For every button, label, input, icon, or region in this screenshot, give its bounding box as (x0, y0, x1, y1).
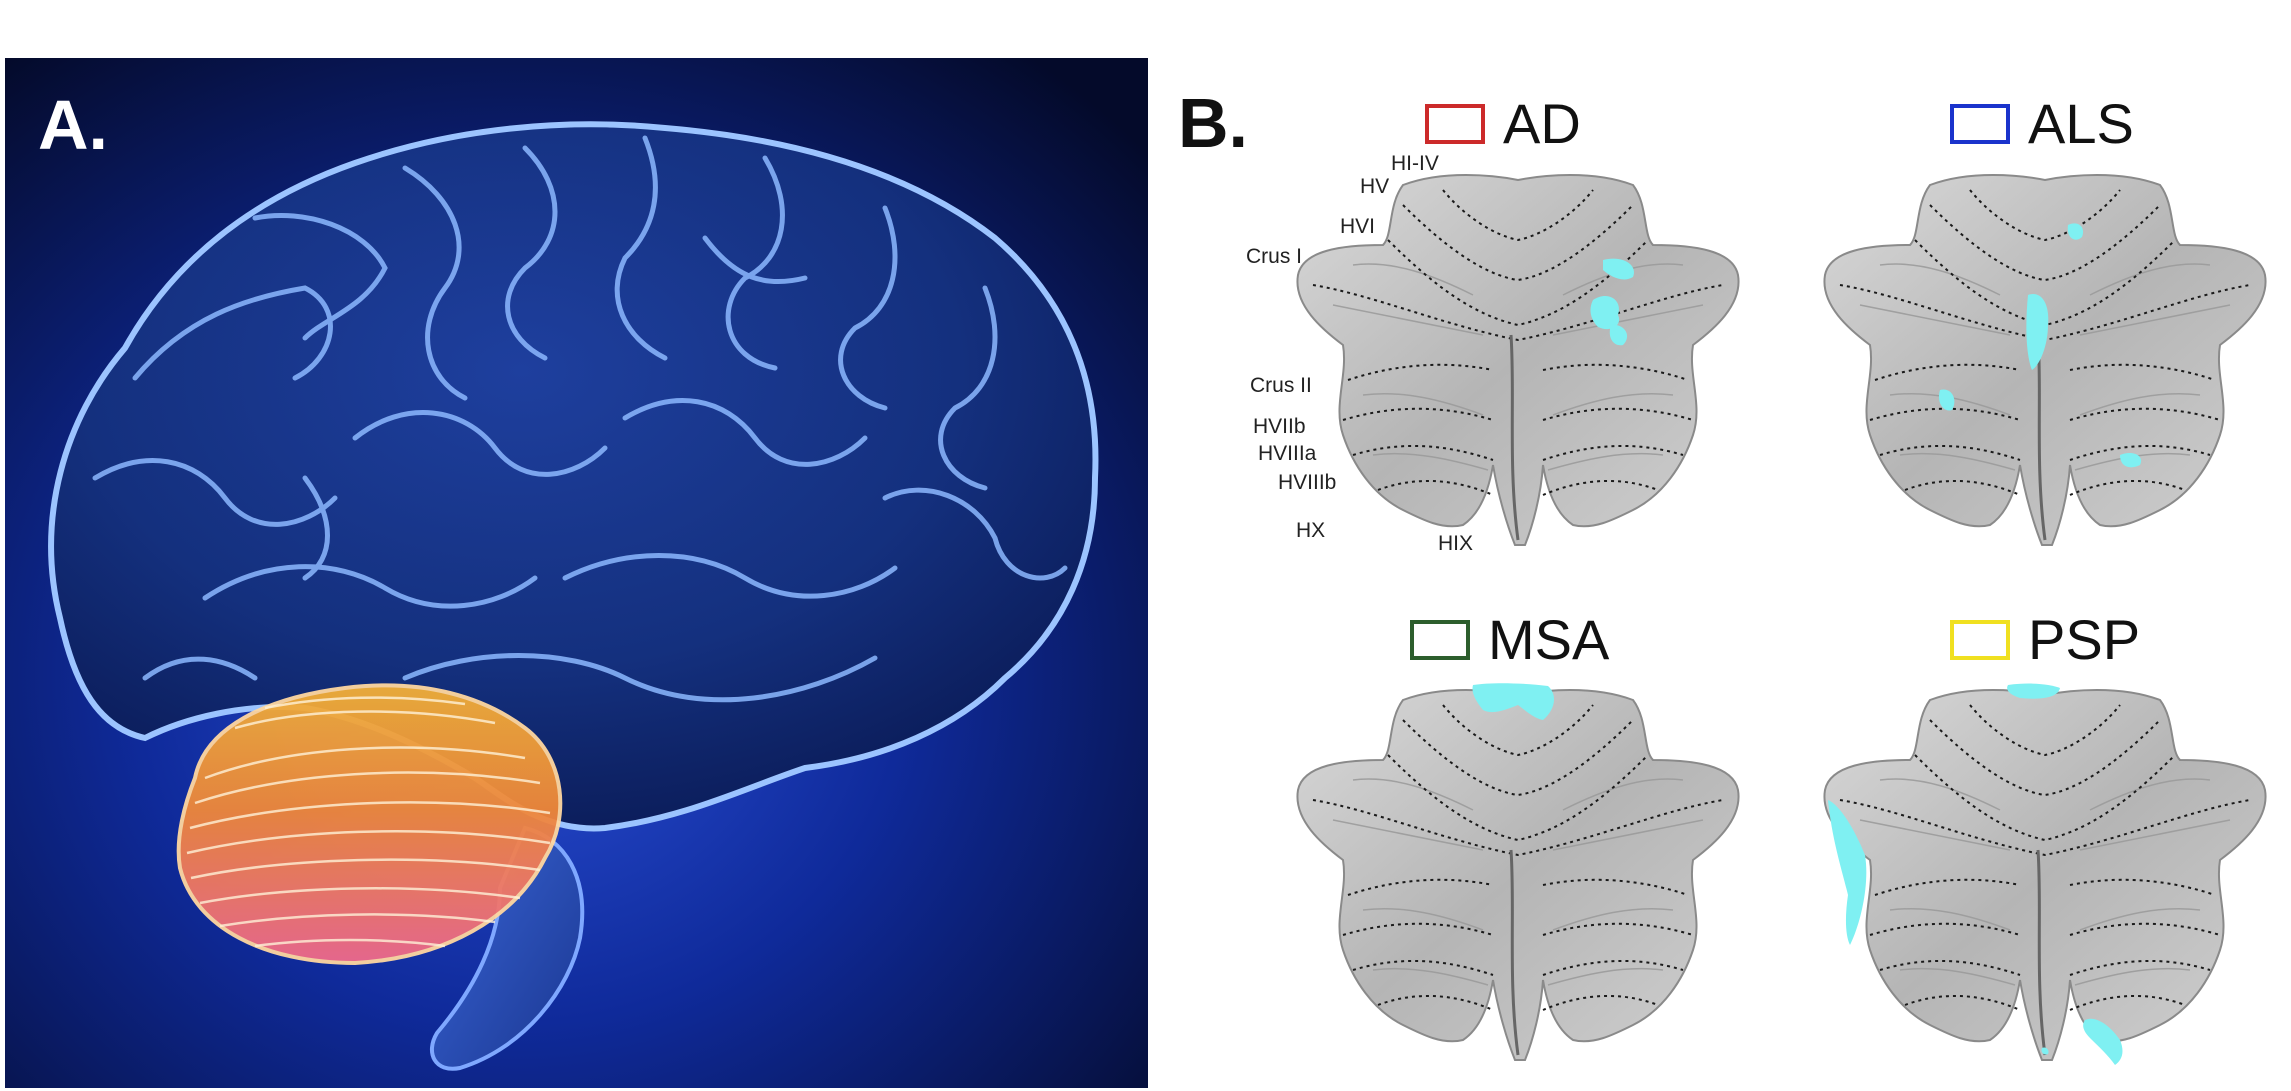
legend-psp: PSP (1950, 612, 2140, 668)
gyri-lines (92, 135, 1068, 703)
region-label-hx: HX (1296, 519, 1326, 542)
legend-ad: AD (1425, 96, 1581, 152)
cerebellar-flatmap (1824, 690, 2265, 1060)
panel-a-label: A. (38, 86, 108, 164)
legend-psp-label: PSP (2028, 608, 2141, 671)
brain-illustration (5, 58, 1148, 1088)
flatmap-als (1820, 165, 2270, 565)
cerebellar-flatmap (1824, 175, 2265, 545)
region-label-hix: HIX (1438, 532, 1474, 555)
panel-b-label: B. (1178, 84, 1248, 162)
legend-msa: MSA (1410, 612, 1609, 668)
legend-als: ALS (1950, 96, 2134, 152)
region-label-hviib: HVIIb (1253, 415, 1306, 438)
cerebellar-flatmap (1297, 690, 1738, 1060)
highlight-clusters (1938, 223, 2142, 468)
region-label-crus-i: Crus I (1246, 245, 1303, 268)
highlight-clusters (1472, 683, 1555, 720)
flatmap-ad (1293, 165, 1743, 565)
region-label-hvi: HVI (1340, 215, 1376, 238)
flatmap-msa (1293, 680, 1743, 1080)
highlight-clusters (1828, 683, 2123, 1065)
legend-als-swatch (1950, 104, 2010, 144)
cerebellum (176, 683, 563, 966)
region-label-crus-ii: Crus II (1250, 374, 1312, 397)
legend-ad-label: AD (1503, 92, 1581, 155)
highlight-clusters (1590, 258, 1634, 346)
brainstem (430, 825, 585, 1071)
flatmap-psp (1820, 680, 2270, 1080)
legend-psp-swatch (1950, 620, 2010, 660)
legend-msa-label: MSA (1488, 608, 1610, 671)
region-label-hi-iv: HI-IV (1391, 152, 1439, 175)
legend-ad-swatch (1425, 104, 1485, 144)
legend-als-label: ALS (2028, 92, 2134, 155)
region-label-hviiia: HVIIIa (1258, 442, 1317, 465)
region-label-hv: HV (1360, 175, 1390, 198)
legend-msa-swatch (1410, 620, 1470, 660)
region-label-hviiib: HVIIIb (1278, 471, 1337, 494)
